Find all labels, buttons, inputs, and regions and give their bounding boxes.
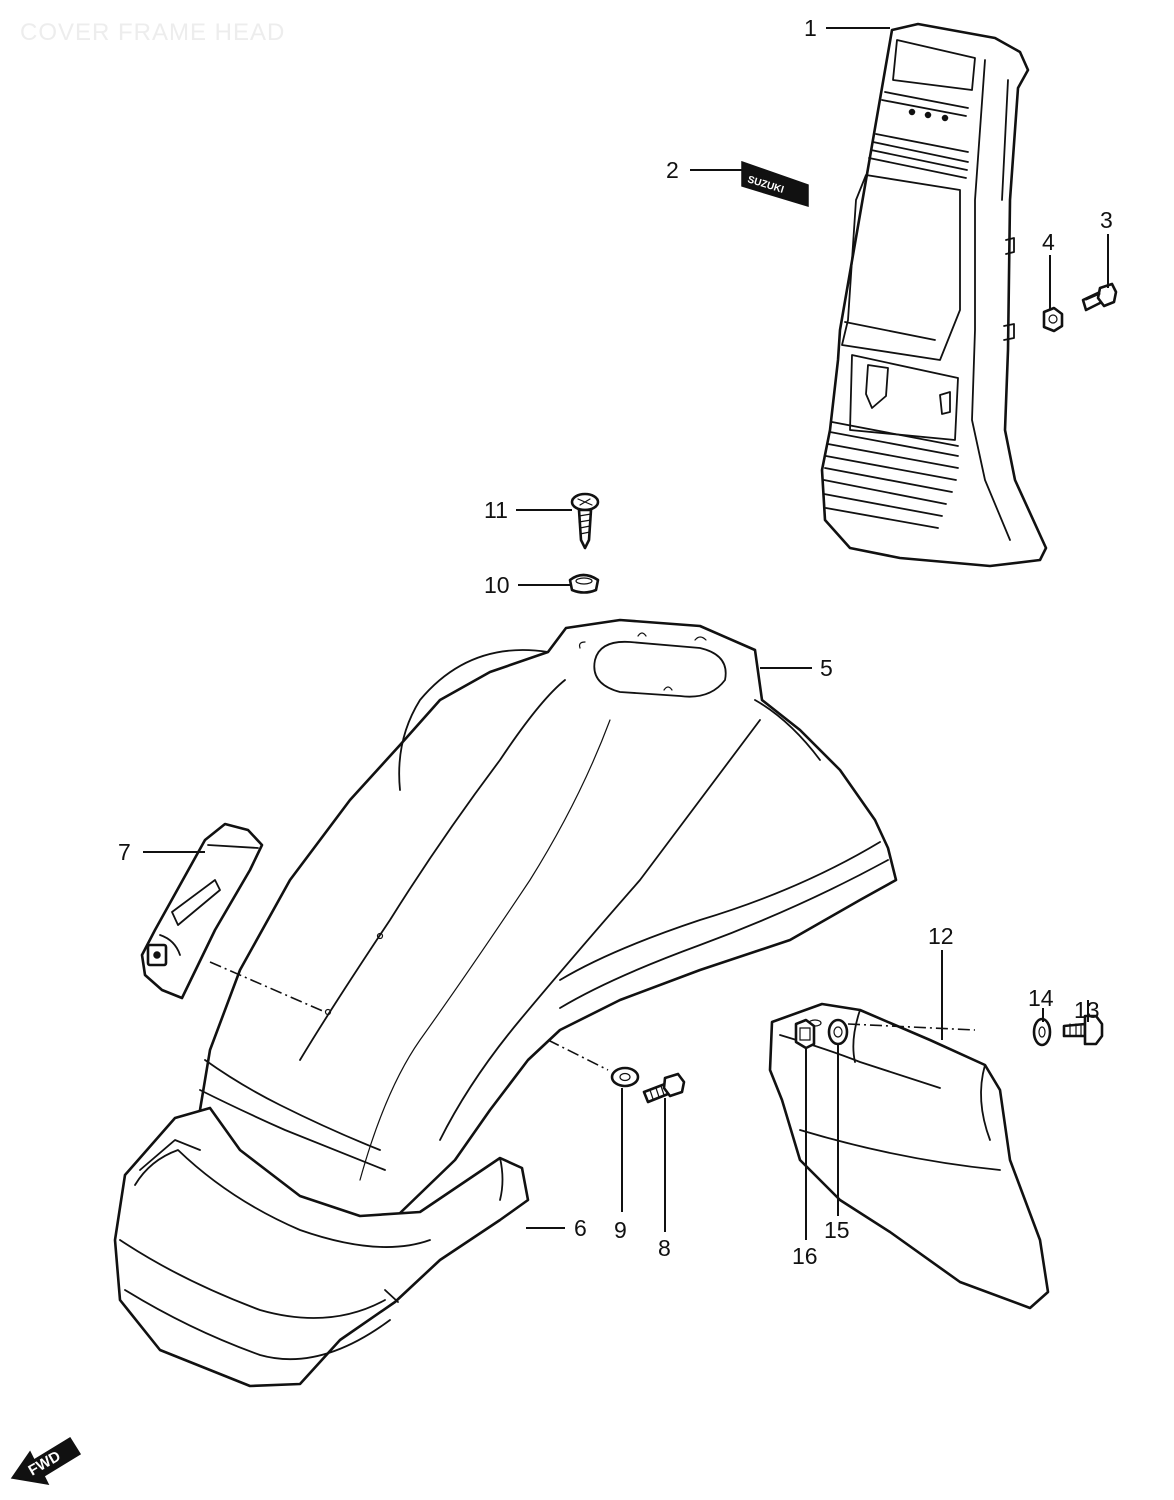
callout-1: 1 [804, 15, 817, 41]
callout-14: 14 [1028, 985, 1054, 1011]
part-10-grommet [568, 573, 600, 594]
part-5-leg-shield [198, 618, 898, 1220]
part-14-washer [1032, 1017, 1052, 1047]
part-3-bolt [1081, 282, 1118, 312]
part-15-grommet [827, 1018, 849, 1046]
diagram-title: COVER FRAME HEAD [20, 19, 285, 46]
callout-4: 4 [1042, 229, 1055, 255]
part-12-side-cover [768, 1002, 1050, 1310]
callout-labels: 1 2 3 4 5 6 7 8 9 10 11 12 13 14 15 16 [118, 15, 1113, 1269]
part-13-bolt [1062, 1014, 1104, 1046]
callout-15: 15 [824, 1217, 850, 1243]
part-11-screw [570, 492, 600, 550]
part-2-emblem: SUZUKI [741, 160, 809, 208]
part-4-nut [1042, 306, 1064, 333]
part-6-lower-apron [113, 1106, 530, 1388]
part-9-washer [610, 1066, 640, 1088]
callout-5: 5 [820, 655, 833, 681]
callout-16: 16 [792, 1243, 818, 1269]
callout-2: 2 [666, 157, 679, 183]
part-8-screw [642, 1072, 686, 1104]
callout-3: 3 [1100, 207, 1113, 233]
part-7-reflector [140, 822, 264, 1000]
part-1-frame-head-cover [820, 22, 1048, 568]
assembly-lines [209, 961, 976, 1071]
callout-12: 12 [928, 923, 954, 949]
callout-11: 11 [484, 497, 508, 523]
leader-lines [143, 27, 1109, 1240]
callout-6: 6 [574, 1215, 587, 1241]
callout-10: 10 [484, 572, 510, 598]
part-16-clip-nut [794, 1018, 816, 1050]
callout-13: 13 [1074, 997, 1100, 1023]
callout-8: 8 [658, 1235, 671, 1261]
callout-7: 7 [118, 839, 131, 865]
fwd-arrow-icon: FWD [10, 1436, 82, 1485]
callout-9: 9 [614, 1217, 627, 1243]
